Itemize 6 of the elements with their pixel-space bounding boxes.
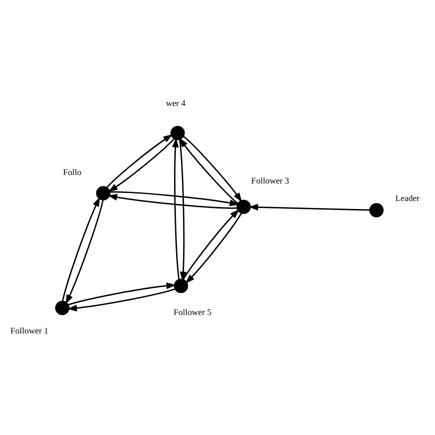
- node-label: Follo: [62, 166, 82, 177]
- node-label: Follower 3: [251, 176, 290, 186]
- node-label: Follower 1: [10, 326, 48, 336]
- node-label: Leader: [395, 193, 420, 204]
- node-label: wer 4: [166, 98, 186, 108]
- node-label: Follower 5: [174, 307, 212, 318]
